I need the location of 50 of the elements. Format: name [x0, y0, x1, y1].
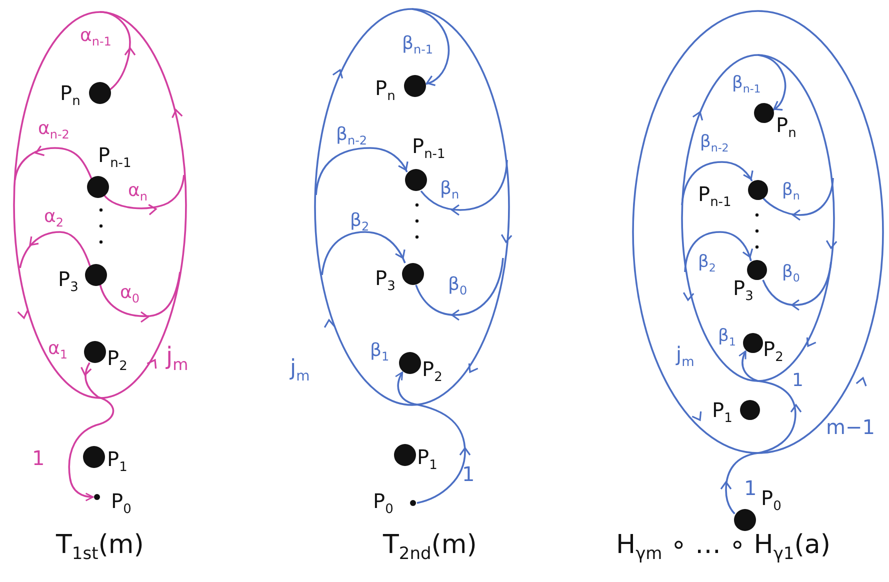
point-label: P$_{2}$ [422, 357, 442, 387]
point-label: P$_{2}$ [107, 346, 128, 376]
curve-label: 1 [792, 370, 804, 392]
point-label: P$_{3}$ [58, 267, 78, 297]
point-label: P$_{1}$ [417, 445, 438, 475]
point-label: P$_{n}$ [375, 76, 396, 106]
point-label: P$_{0}$ [373, 489, 394, 519]
curve-label: β$_{n}$ [440, 178, 460, 202]
point-label: P$_{1}$ [107, 447, 128, 477]
point-label: P$_{0}$ [761, 486, 782, 516]
edge-label: 1 [744, 476, 757, 500]
curve-label: β$_{1}$ [718, 326, 736, 349]
curve-label: α$_{n}$ [128, 180, 148, 204]
curve-label: j$_{m}$ [676, 342, 694, 371]
curve-label: β$_{2}$ [350, 210, 370, 234]
curve-label: j$_{m}$ [290, 356, 310, 386]
point-label: P$_{n}$ [60, 81, 80, 111]
point-label: P$_{n}$ [776, 113, 796, 143]
point-label: P$_{0}$ [111, 489, 132, 519]
point-label: P$_{1}$ [712, 398, 732, 428]
curve-label: β$_{2}$ [698, 252, 716, 275]
curve-label: m−1 [826, 415, 875, 439]
curve-label: β$_{0}$ [448, 274, 468, 298]
curve-label: β$_{n-2}$ [700, 132, 729, 155]
curve-label: j$_{m}$ [166, 342, 188, 374]
curve-label: α$_{n-2}$ [38, 118, 70, 142]
edge-label: 1 [462, 462, 475, 486]
point-label: P$_{n-1}$ [412, 134, 446, 164]
curve-label: α$_{n-1}$ [80, 25, 112, 49]
point-label: P$_{n-1}$ [698, 182, 732, 212]
curve-label: β$_{1}$ [370, 340, 390, 364]
curve-label: β$_{0}$ [782, 262, 800, 285]
point-label: P$_{n-1}$ [98, 143, 132, 173]
figure-caption: T$_{1st}$(m) [56, 530, 144, 565]
curve-label: α$_{1}$ [48, 338, 68, 362]
curve-label: β$_{n}$ [782, 180, 800, 203]
curved-arrow [395, 372, 466, 504]
curve-label: β$_{n-1}$ [402, 33, 434, 57]
figure-caption: H$_{γm}$ ∘ … ∘ H$_{γ1}$(a) [616, 530, 830, 565]
figure-caption: T$_{2nd}$(m) [383, 530, 477, 565]
curved-arrow [725, 350, 796, 514]
point-label: P$_{2}$ [763, 337, 784, 367]
point-label: P$_{3}$ [375, 266, 396, 296]
point-label: P$_{3}$ [733, 276, 754, 306]
curve-label: α$_{0}$ [120, 282, 140, 306]
curve-label: β$_{n-1}$ [732, 73, 761, 96]
curve-label: β$_{n-2}$ [336, 124, 368, 148]
curve-label: α$_{2}$ [44, 206, 64, 230]
edge-label: 1 [32, 446, 45, 470]
curved-arrow [68, 362, 114, 502]
